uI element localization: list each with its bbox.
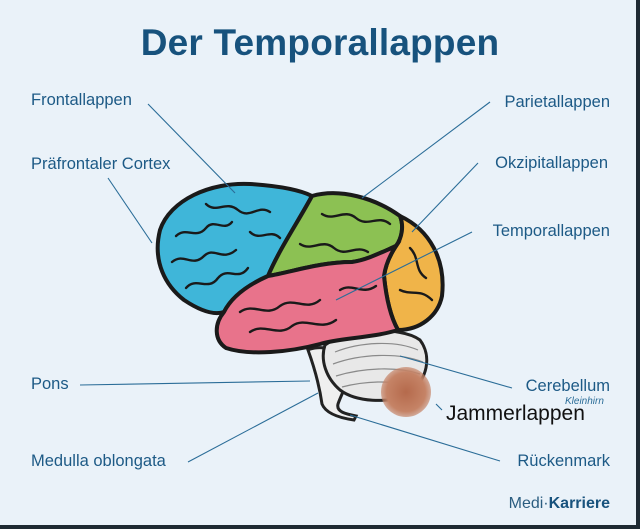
brown-blur-spot	[381, 367, 431, 417]
leader-medulla	[187, 392, 319, 463]
label-medulla-oblongata: Medulla oblongata	[31, 452, 166, 470]
label-kleinhirn: Kleinhirn	[565, 396, 604, 407]
label-temporallappen: Temporallappen	[492, 222, 610, 240]
label-okzipitallappen: Okzipitallappen	[495, 154, 608, 172]
brand-part2: Karriere	[548, 495, 610, 512]
leader-rueckenmark	[349, 414, 501, 462]
overlay-text-jammerlappen: Jammerlappen	[446, 402, 585, 425]
brand-logo: Medi·Karriere	[509, 495, 610, 513]
leader-okzipital	[411, 162, 479, 233]
leader-praefrontal	[107, 177, 153, 244]
cursor-mark	[435, 403, 443, 411]
label-cerebellum: Cerebellum	[525, 377, 610, 395]
page-title: Der Temporallappen	[140, 22, 500, 63]
label-pons: Pons	[31, 375, 69, 393]
leader-parietal	[361, 101, 491, 199]
label-frontallappen: Frontallappen	[31, 91, 132, 109]
label-praefrontaler-cortex: Präfrontaler Cortex	[31, 155, 171, 173]
brand-part1: Medi·	[508, 495, 549, 512]
leader-pons	[79, 380, 311, 386]
label-rueckenmark: Rückenmark	[517, 452, 610, 470]
leader-temporal	[335, 231, 473, 301]
leader-frontal	[147, 103, 236, 194]
label-parietallappen: Parietallappen	[504, 93, 611, 111]
leader-cerebellum	[399, 355, 513, 389]
